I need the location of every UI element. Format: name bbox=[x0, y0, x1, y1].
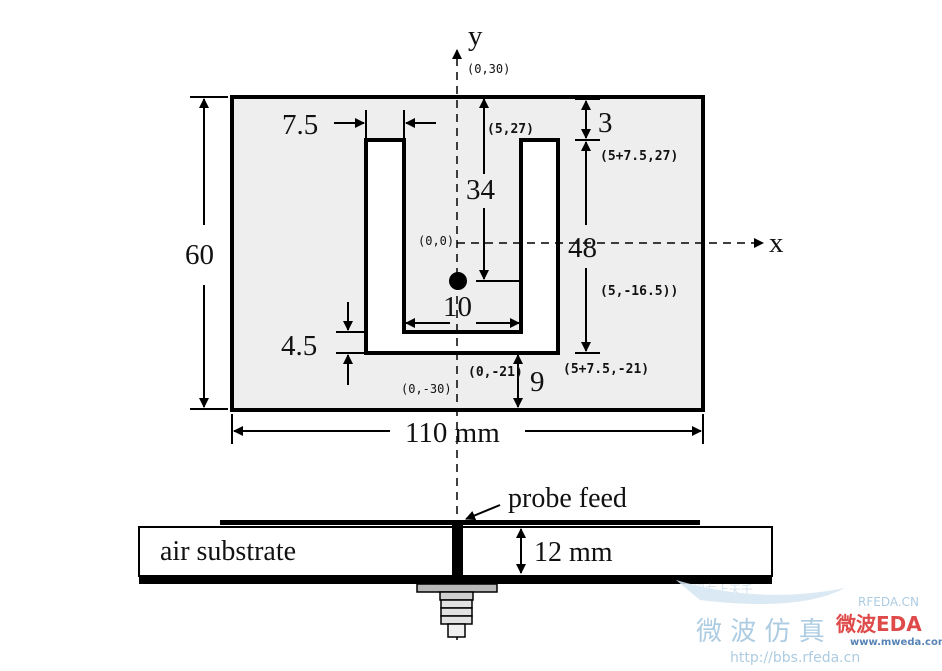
coord-origin: (0,0) bbox=[418, 234, 454, 248]
dim-3-label: 3 bbox=[598, 107, 613, 139]
coord-slot-bottom: (0,-21) bbox=[468, 365, 523, 380]
dim-75-label: 7.5 bbox=[282, 109, 318, 141]
x-axis-label: x bbox=[769, 227, 784, 259]
dim-60-label: 60 bbox=[185, 239, 214, 271]
coord-top-center: (0,30) bbox=[467, 62, 510, 76]
coord-bottom-center: (0,-30) bbox=[401, 382, 452, 396]
watermark-site1: RFEDA.CN bbox=[858, 595, 919, 609]
watermark-chinese: 微 波 仿 真 bbox=[696, 617, 825, 647]
probe-feed-arrow bbox=[465, 504, 501, 521]
watermark: 阅左上天千 RFEDA.CN 微波EDA www.mweda.com 微 波 仿… bbox=[676, 580, 942, 666]
sma-connector bbox=[416, 583, 498, 638]
dim-10-label: 10 bbox=[443, 291, 472, 323]
dim-110-label: 110 mm bbox=[405, 417, 500, 449]
dim-12-label: 12 mm bbox=[534, 537, 613, 568]
watermark-swoosh bbox=[676, 580, 845, 604]
u-slot bbox=[364, 138, 560, 355]
coord-slot-outer-bottom: (5+7.5,-21) bbox=[563, 362, 649, 377]
dim-48-label: 48 bbox=[568, 232, 597, 264]
watermark-logo: 微波EDA bbox=[835, 612, 922, 636]
dim-45-label: 4.5 bbox=[281, 330, 317, 362]
feed-point bbox=[449, 272, 467, 290]
coord-slot-outer-top: (5+7.5,27) bbox=[600, 149, 678, 164]
probe-pin bbox=[452, 520, 463, 578]
ground-plane-side bbox=[139, 575, 772, 584]
dim-9-label: 9 bbox=[530, 366, 545, 398]
dim-34-label: 34 bbox=[466, 174, 496, 206]
watermark-url: http://bbs.rfeda.cn bbox=[730, 650, 860, 666]
coord-slot-top: (5,27) bbox=[487, 122, 534, 137]
air-substrate-label: air substrate bbox=[160, 536, 296, 567]
watermark-site2: www.mweda.com bbox=[850, 637, 942, 648]
probe-feed-label: probe feed bbox=[508, 483, 627, 514]
patch bbox=[230, 95, 705, 412]
y-axis-label: y bbox=[468, 20, 483, 52]
coord-feed-point: (5,-16.5)) bbox=[600, 284, 678, 299]
